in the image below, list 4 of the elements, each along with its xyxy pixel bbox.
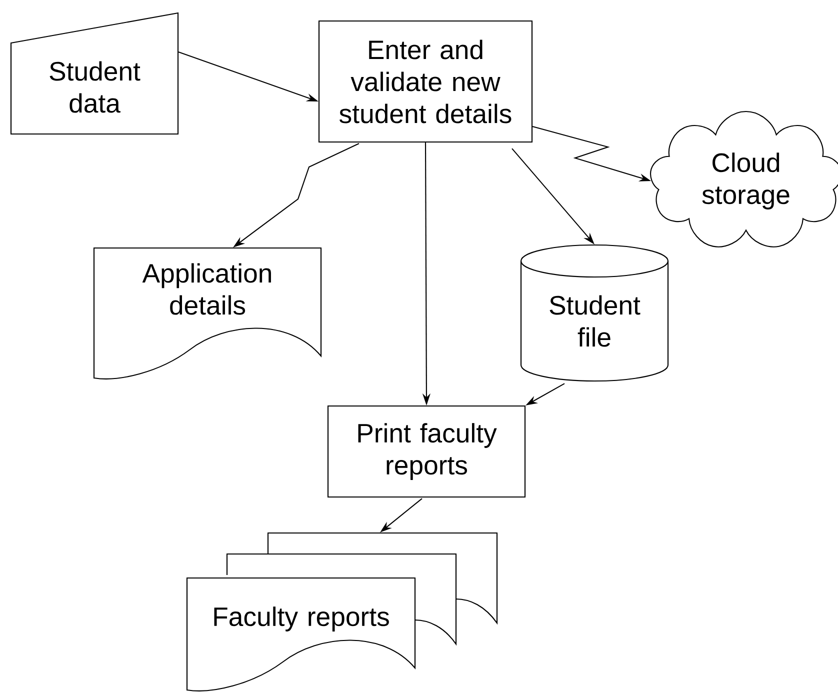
database-cylinder: Student file bbox=[520, 244, 669, 382]
process-box: Print faculty reports bbox=[327, 405, 526, 498]
node-label: Student file bbox=[550, 295, 640, 347]
process-box: Enter and validate new student details bbox=[318, 20, 533, 143]
